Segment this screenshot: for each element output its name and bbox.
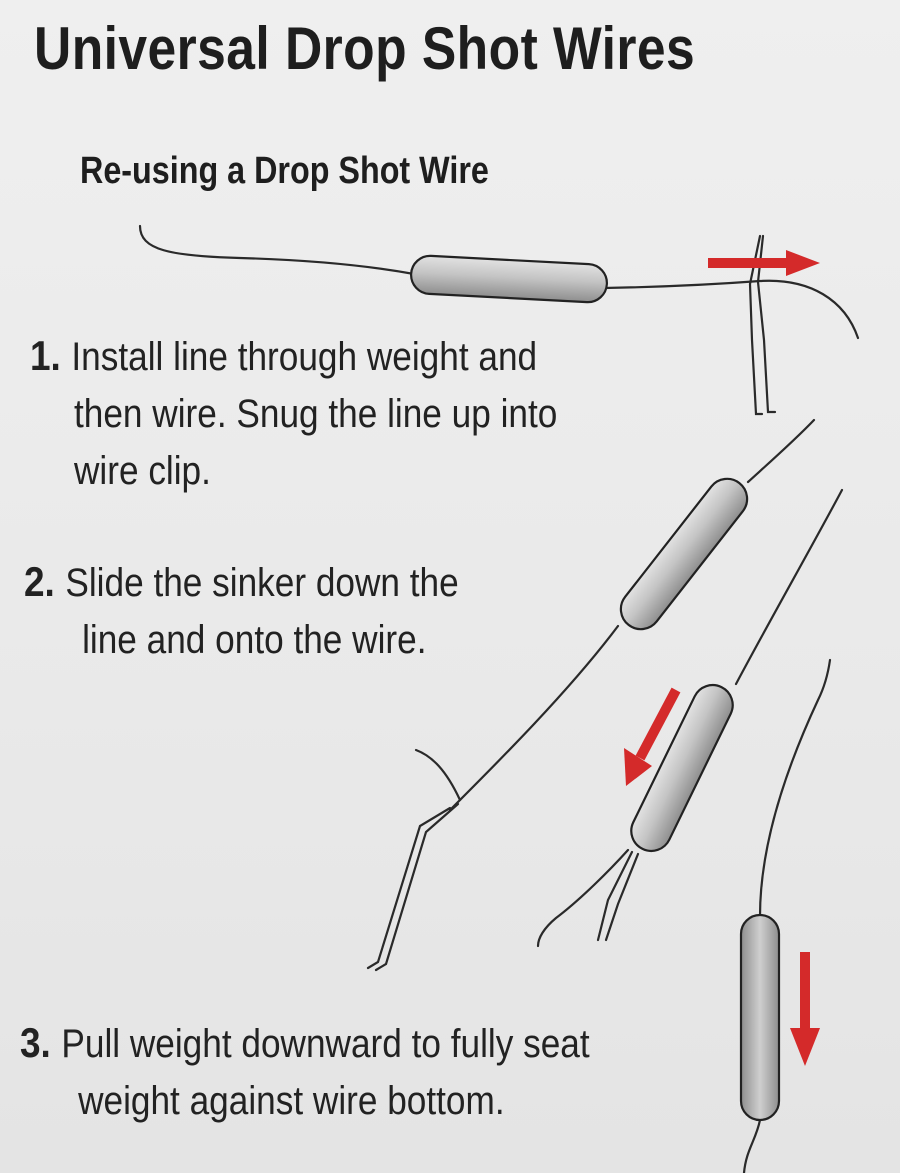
step-1-line-1: Install line through weight and bbox=[71, 335, 538, 379]
fishing-line bbox=[746, 418, 816, 484]
fishing-line bbox=[758, 658, 832, 918]
step-2-number: 2. bbox=[24, 558, 55, 605]
sinker-weight bbox=[739, 913, 781, 1122]
step-2: 2.Slide the sinker down the line and ont… bbox=[24, 553, 459, 669]
drop-shot-wire-clip bbox=[366, 748, 462, 972]
step-3-line-1: Pull weight downward to fully seat bbox=[61, 1022, 590, 1066]
step-1-line-3: wire clip. bbox=[74, 449, 211, 493]
section-subtitle: Re-using a Drop Shot Wire bbox=[80, 150, 489, 192]
drop-shot-wire-bottom bbox=[742, 1118, 762, 1173]
fishing-line bbox=[734, 488, 844, 686]
arrow-down-left-icon bbox=[624, 687, 681, 786]
step-1-line-2: then wire. Snug the line up into bbox=[74, 392, 558, 436]
figure-1-line-through-weight bbox=[138, 224, 860, 416]
fishing-line bbox=[602, 279, 860, 340]
step-2-line-2: line and onto the wire. bbox=[82, 618, 427, 662]
sinker-weight bbox=[410, 254, 608, 304]
figure-2-sinker-onto-wire bbox=[536, 488, 844, 948]
sinker-weight bbox=[630, 683, 734, 853]
arrow-right-icon bbox=[708, 250, 820, 276]
figure-3-weight-seated bbox=[742, 658, 832, 1173]
page-title: Universal Drop Shot Wires bbox=[34, 15, 696, 82]
step-3: 3.Pull weight downward to fully seat wei… bbox=[20, 1014, 590, 1130]
step-1: 1.Install line through weight and then w… bbox=[30, 327, 557, 500]
fishing-line bbox=[448, 624, 620, 812]
step-3-line-2: weight against wire bottom. bbox=[78, 1079, 505, 1123]
drop-shot-wire-clip bbox=[536, 848, 640, 948]
fishing-line bbox=[138, 224, 416, 276]
sinker-weight bbox=[619, 477, 749, 631]
step-2-line-1: Slide the sinker down the bbox=[65, 561, 459, 605]
step-3-number: 3. bbox=[20, 1019, 51, 1066]
arrow-down-icon bbox=[790, 952, 820, 1066]
step-1-number: 1. bbox=[30, 332, 61, 379]
figure-2-sinker-on-line bbox=[366, 418, 816, 972]
